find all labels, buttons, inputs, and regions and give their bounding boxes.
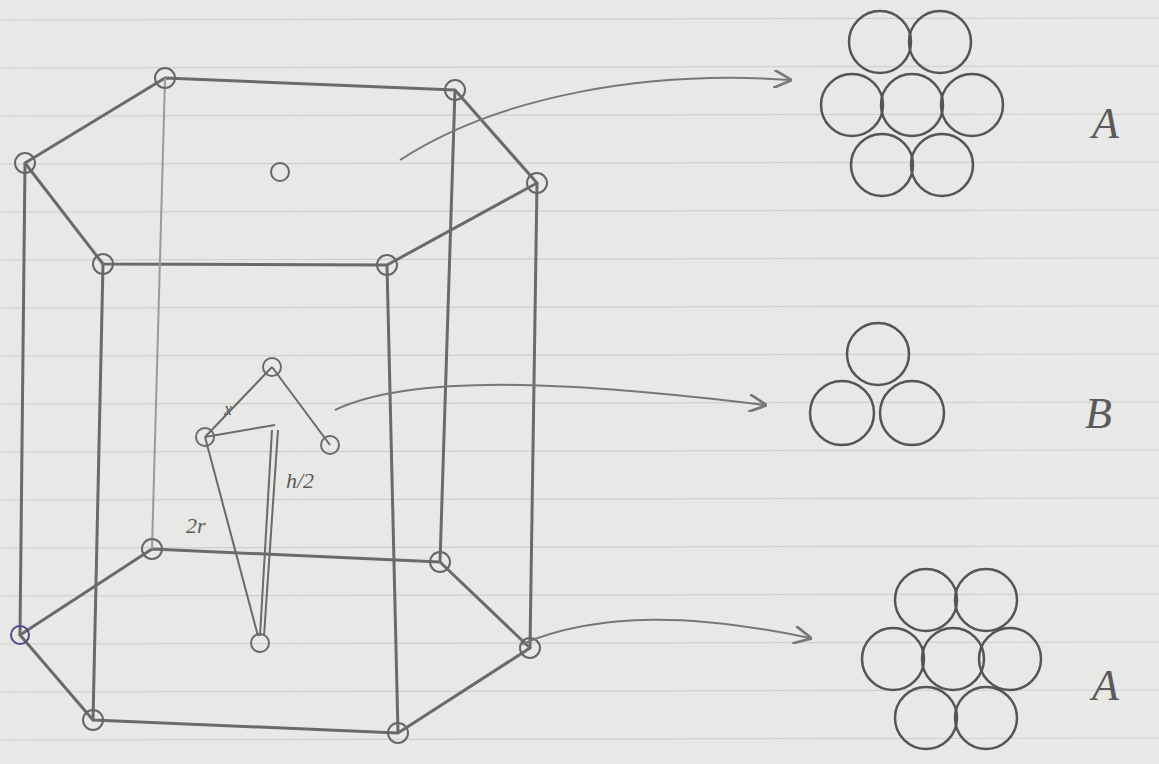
sphere-packing: [810, 11, 1041, 749]
corner-atoms: [11, 68, 547, 743]
layer-label: B: [1085, 392, 1112, 436]
dimension-label: 2r: [186, 515, 206, 537]
layer-label: A: [1092, 664, 1119, 708]
ruled-lines: [0, 18, 1159, 740]
hexagonal-prism: [20, 78, 537, 733]
dimension-label: x: [224, 400, 232, 418]
dimension-label: h/2: [286, 470, 314, 492]
layer-label: A: [1092, 102, 1119, 146]
middle-layer-triangle: [196, 358, 339, 636]
layer-arrows: [335, 78, 810, 645]
